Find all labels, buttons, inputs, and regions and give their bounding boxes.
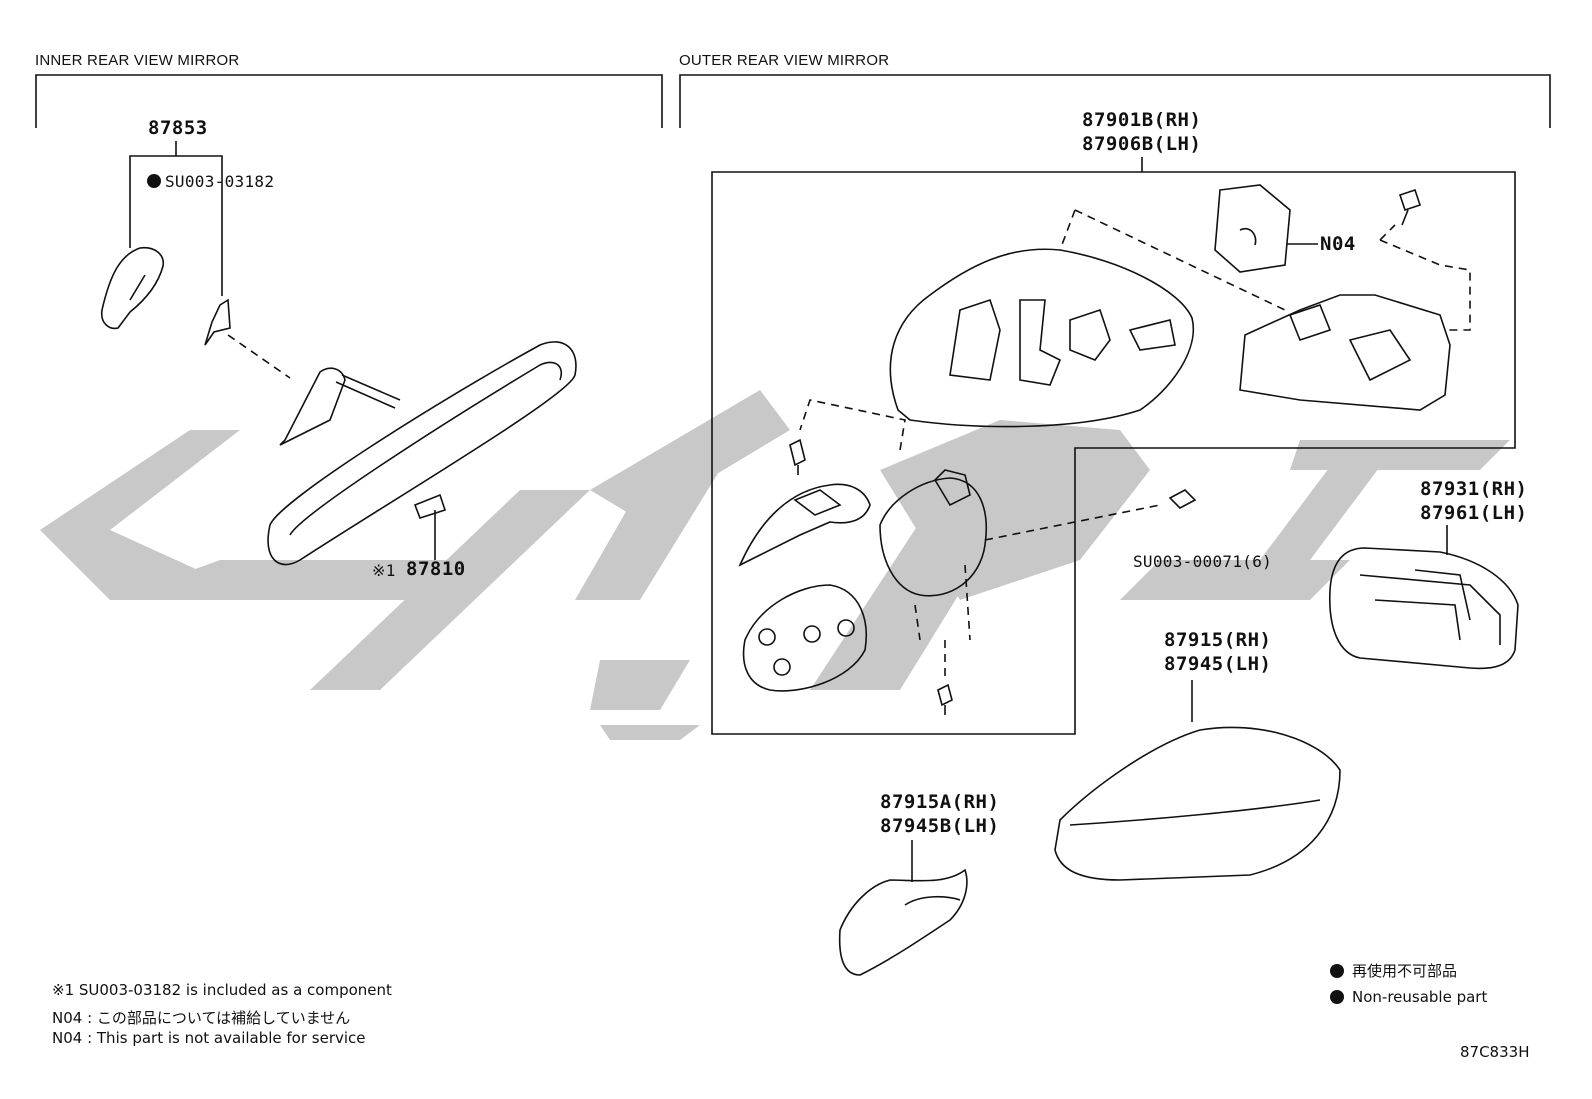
- part-label-87961: 87961(LH): [1420, 502, 1528, 524]
- part-label-su003-00071: SU003-00071(6): [1133, 552, 1273, 571]
- mirror-mount-shape: [279, 367, 346, 446]
- cover-plate-shape: [742, 584, 867, 692]
- footnote-n04-en: N04 : This part is not available for ser…: [52, 1029, 366, 1047]
- part-label-87945b: 87945B(LH): [880, 815, 1000, 837]
- mirror-glass-shape: [1329, 547, 1519, 670]
- footnote-component: ※1 SU003-03182 is included as a componen…: [52, 981, 392, 999]
- part-label-87915a: 87915A(RH): [880, 791, 1000, 813]
- line-art: [35, 74, 1551, 976]
- inner-section-bracket: [35, 74, 663, 128]
- clip-shape: [204, 298, 231, 346]
- part-note-mark: ※1: [372, 561, 396, 580]
- signal-cover-shape: [838, 868, 968, 976]
- footnote-n04-jp: N04 : この部品については補給していません: [52, 1009, 351, 1027]
- part-label-su003-03182: SU003-03182: [165, 172, 275, 191]
- outer-section-bracket: [679, 74, 1551, 128]
- mirror-housing-shape: [889, 248, 1195, 428]
- watermark-logo: [40, 390, 1510, 740]
- legend-dot-icon: [1330, 964, 1344, 978]
- mirror-cover-shape: [100, 246, 165, 330]
- part-label-87901b: 87901B(RH): [1082, 109, 1202, 131]
- gasket-shape: [738, 483, 871, 567]
- n04-motor-shape: [1214, 184, 1291, 273]
- legend-jp-label: 再使用不可部品: [1352, 962, 1458, 980]
- part-label-87853: 87853: [148, 117, 208, 139]
- part-label-87810: 87810: [406, 558, 466, 580]
- mirror-cap-shape: [1054, 726, 1341, 881]
- inner-mirror-section-title: INNER REAR VIEW MIRROR: [35, 52, 240, 69]
- legend-en-label: Non-reusable part: [1352, 988, 1488, 1006]
- part-label-87945: 87945(LH): [1164, 653, 1272, 675]
- legend-non-reusable-en: Non-reusable part: [1330, 985, 1487, 1010]
- part-label-87906b: 87906B(LH): [1082, 133, 1202, 155]
- part-label-87915: 87915(RH): [1164, 629, 1272, 651]
- part-label-87931: 87931(RH): [1420, 478, 1528, 500]
- actuator-shape: [1239, 294, 1451, 411]
- part-label-n04: N04: [1320, 233, 1356, 255]
- base-shape: [879, 477, 987, 597]
- legend-non-reusable-jp: 再使用不可部品: [1330, 959, 1457, 984]
- inner-mirror-body: [267, 341, 577, 566]
- legend-dot-icon: [1330, 990, 1344, 1004]
- diagram-code: 87C833H: [1460, 1043, 1530, 1061]
- outer-mirror-section-title: OUTER REAR VIEW MIRROR: [679, 52, 890, 69]
- outer-assembly-frame: [711, 171, 1516, 735]
- non-reusable-dot: [147, 174, 161, 188]
